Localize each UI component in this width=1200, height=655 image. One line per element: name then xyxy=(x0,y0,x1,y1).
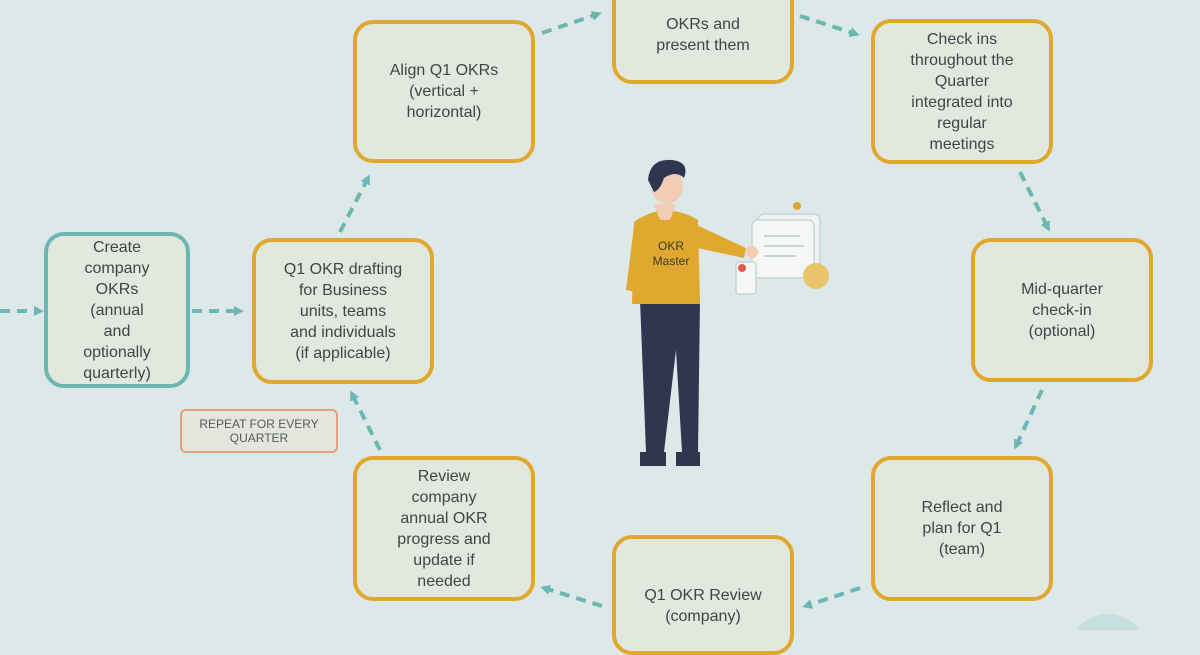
node-q1-okr-drafting: Q1 OKR drafting for Business units, team… xyxy=(252,238,434,384)
node-mid-quarter-check-in: Mid-quarter check-in (optional) xyxy=(971,238,1153,382)
arrow-reflect-to-review xyxy=(802,586,861,609)
arrow-mid-to-reflect xyxy=(1013,389,1044,450)
okr-master-label: OKR Master xyxy=(652,239,690,268)
node-review-annual-progress: Review company annual OKR progress and u… xyxy=(353,456,535,601)
person-holding-document-icon xyxy=(626,159,829,466)
node-reflect-and-plan: Reflect and plan for Q1 (team) xyxy=(871,456,1053,601)
arrow-checkins-to-mid xyxy=(1018,171,1050,232)
node-align-q1-okrs: Align Q1 OKRs (vertical + horizontal) xyxy=(353,20,535,163)
arrow-align-to-present xyxy=(541,11,602,35)
arrow-annual-to-drafting xyxy=(350,390,382,451)
flow-arrows xyxy=(0,11,1140,630)
node-check-ins: Check ins throughout the Quarter integra… xyxy=(871,19,1053,164)
node-create-company-okrs: Create company OKRs (annual and optional… xyxy=(44,232,190,388)
repeat-label: REPEAT FOR EVERY QUARTER xyxy=(180,409,338,453)
node-present-okrs: OKRs and present them xyxy=(612,0,794,84)
arrow-present-to-checkins xyxy=(799,14,860,37)
decorative-circle xyxy=(1076,614,1140,630)
